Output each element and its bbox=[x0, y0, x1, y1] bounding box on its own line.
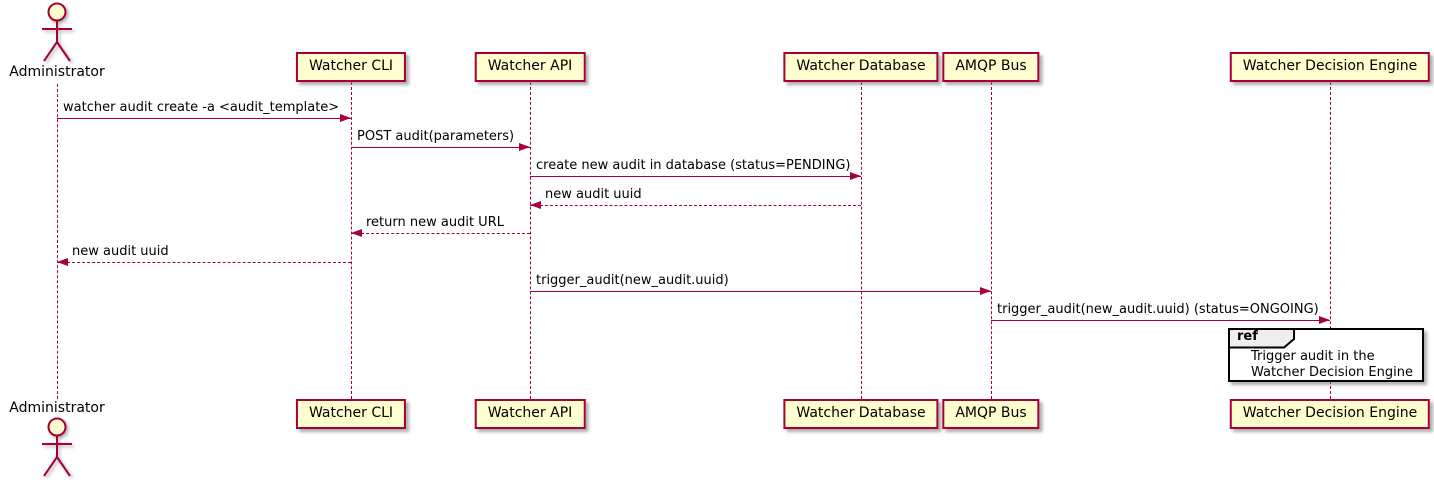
message-label: return new audit URL bbox=[366, 215, 504, 230]
message-label: POST audit(parameters) bbox=[357, 129, 515, 144]
participant-box-top: AMQP Bus bbox=[942, 52, 1040, 82]
lifeline-participant bbox=[991, 82, 992, 399]
actor-name-bottom: Administrator bbox=[9, 400, 105, 416]
participant-box-bottom: Watcher Database bbox=[783, 399, 939, 429]
participant-box-top: Watcher Decision Engine bbox=[1229, 52, 1431, 82]
message-line bbox=[57, 118, 351, 119]
arrowhead-icon bbox=[980, 287, 991, 295]
actor-name-top: Administrator bbox=[9, 64, 105, 80]
arrowhead-icon bbox=[351, 229, 362, 237]
ref-text-line: Trigger audit in the bbox=[1251, 349, 1375, 364]
message-line bbox=[991, 320, 1330, 321]
lifeline-administrator bbox=[57, 84, 58, 399]
participant-box-bottom: Watcher Decision Engine bbox=[1229, 399, 1431, 429]
message-label: trigger_audit(new_audit.uuid) bbox=[536, 273, 729, 288]
message-line bbox=[530, 176, 861, 177]
lifeline-participant bbox=[1330, 82, 1331, 399]
lifeline-participant bbox=[861, 82, 862, 399]
participant-box-top: Watcher CLI bbox=[295, 52, 407, 82]
participant-box-top: Watcher API bbox=[474, 52, 586, 82]
message-label: new audit uuid bbox=[545, 187, 642, 202]
lifeline-participant bbox=[530, 82, 531, 399]
arrowhead-icon bbox=[57, 258, 68, 266]
participant-box-top: Watcher Database bbox=[783, 52, 939, 82]
actor-icon bbox=[37, 417, 77, 483]
participant-box-bottom: Watcher CLI bbox=[295, 399, 407, 429]
participant-box-bottom: AMQP Bus bbox=[942, 399, 1040, 429]
message-line bbox=[57, 262, 351, 263]
message-line bbox=[530, 205, 861, 206]
message-line bbox=[351, 147, 530, 148]
message-label: new audit uuid bbox=[72, 244, 169, 259]
ref-keyword: ref bbox=[1237, 329, 1258, 344]
message-label: watcher audit create -a <audit_template> bbox=[63, 100, 340, 115]
message-label: trigger_audit(new_audit.uuid) (status=ON… bbox=[997, 302, 1319, 317]
ref-text-line: Watcher Decision Engine bbox=[1251, 365, 1413, 380]
arrowhead-icon bbox=[530, 201, 541, 209]
arrowhead-icon bbox=[850, 172, 861, 180]
arrowhead-icon bbox=[519, 143, 530, 151]
message-label: create new audit in database (status=PEN… bbox=[536, 158, 851, 173]
arrowhead-icon bbox=[340, 114, 351, 122]
message-line bbox=[351, 233, 530, 234]
arrowhead-icon bbox=[1319, 316, 1330, 324]
lifeline-participant bbox=[351, 82, 352, 399]
participant-box-bottom: Watcher API bbox=[474, 399, 586, 429]
ref-tab: ref bbox=[1228, 328, 1296, 353]
actor-icon bbox=[37, 2, 77, 68]
message-line bbox=[530, 291, 991, 292]
